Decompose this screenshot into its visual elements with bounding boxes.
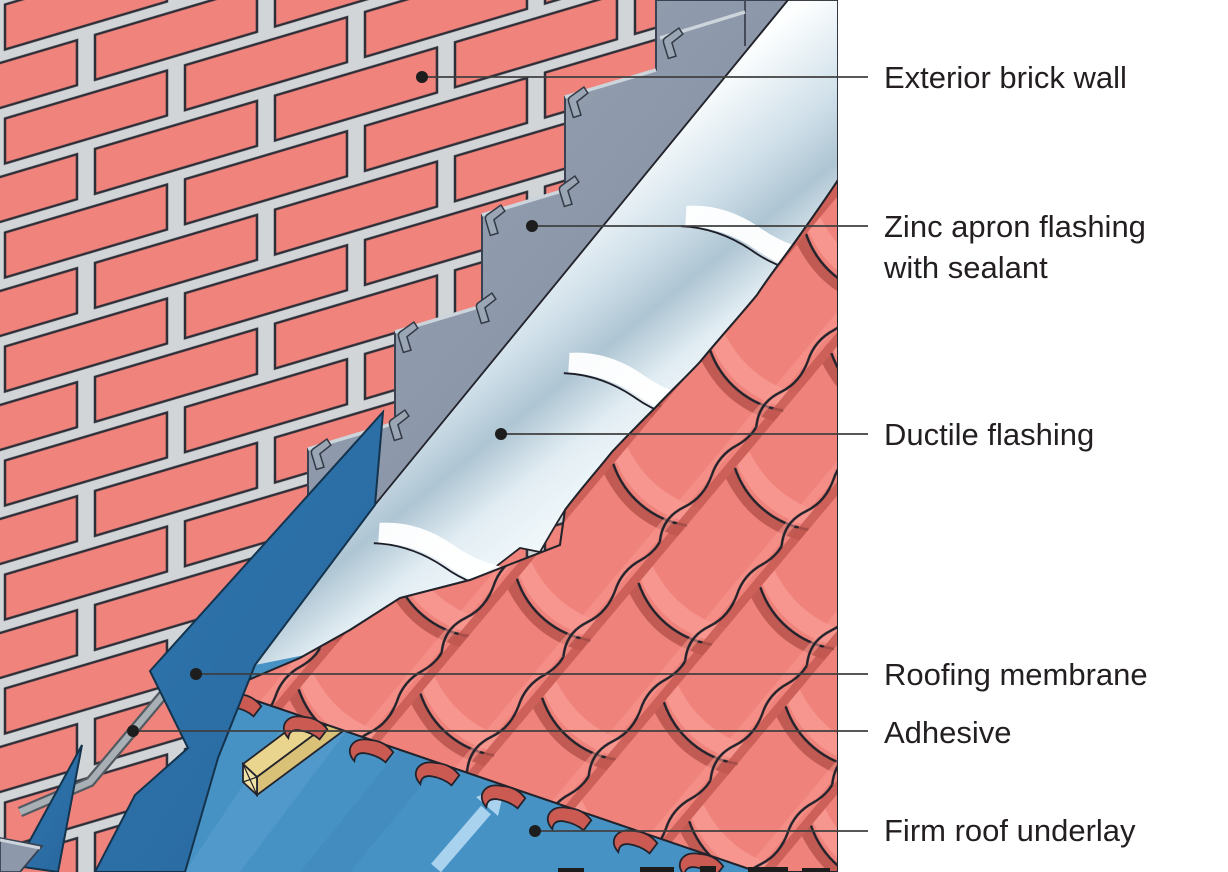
leader-dot-firm-roof-underlay bbox=[529, 825, 541, 837]
label-column: Exterior brick wall Zinc apron flashing … bbox=[883, 60, 1148, 848]
leader-dot-roofing-membrane bbox=[190, 668, 202, 680]
label-ductile-flashing: Ductile flashing bbox=[884, 417, 1094, 452]
label-zinc-apron-line1: Zinc apron flashing bbox=[884, 209, 1146, 244]
label-adhesive: Adhesive bbox=[884, 715, 1012, 750]
cropped-caption-fragments bbox=[558, 866, 830, 872]
label-roofing-membrane: Roofing membrane bbox=[884, 657, 1148, 692]
roofing-membrane bbox=[14, 409, 385, 872]
leader-dot-zinc-apron bbox=[526, 220, 538, 232]
roof-tiles bbox=[213, 178, 838, 872]
label-exterior-brick-wall: Exterior brick wall bbox=[884, 60, 1127, 95]
leader-dot-ductile-flashing bbox=[495, 428, 507, 440]
label-firm-roof-underlay: Firm roof underlay bbox=[884, 813, 1136, 848]
leader-dot-exterior-brick-wall bbox=[416, 71, 428, 83]
leader-lines bbox=[133, 76, 868, 832]
membrane-torn-flap bbox=[14, 744, 83, 872]
leader-dots bbox=[127, 71, 541, 837]
leader-dot-adhesive bbox=[127, 725, 139, 737]
corner-flashing-piece bbox=[0, 837, 44, 872]
label-zinc-apron-line2: with sealant bbox=[883, 250, 1048, 285]
